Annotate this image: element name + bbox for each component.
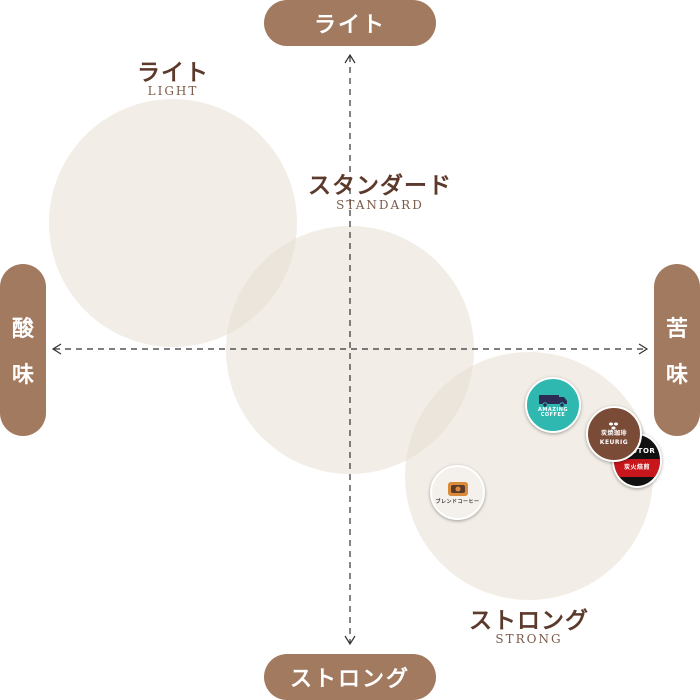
pod-amazing-coffee: AMAZING COFFEE (525, 377, 581, 433)
pod-doutor-brand: DOUTOR (618, 447, 656, 456)
zone-strong-subtitle: STRONG (495, 632, 563, 646)
arrow-right (638, 343, 649, 355)
pod-blend-coffee: ブレンドコーヒー (430, 465, 485, 520)
axis-label-bottom: ストロング (264, 654, 436, 700)
zone-light-subtitle: LIGHT (147, 84, 199, 98)
pod-doutor-sub: 炭火焙煎 (623, 463, 650, 471)
zone-standard-title: スタンダード (308, 173, 452, 199)
coffee-beans-icon (609, 422, 618, 430)
arrow-down (344, 635, 356, 646)
blend-emblem-icon (447, 481, 468, 496)
pod-amazing-label: AMAZING COFFEE (538, 406, 568, 418)
pod-doutor-band: 炭火焙煎 (614, 458, 660, 477)
pod-blend-label: ブレンドコーヒー (435, 498, 480, 505)
pod-doutor: DOUTOR 炭火焙煎 (612, 433, 662, 488)
truck-icon (539, 394, 567, 408)
axis-label-left: 酸 味 (0, 264, 46, 436)
pod-keuric: 炭焼珈琲 KEURIG (586, 406, 642, 462)
axis-left-char-1: 酸 (11, 317, 34, 342)
arrow-up (344, 53, 356, 64)
axis-left-char-2: 味 (11, 363, 34, 388)
pod-keuric-brand: KEURIG (599, 439, 629, 446)
axis-right-char-1: 苦 (665, 317, 688, 342)
pod-keuric-label: 炭焼珈琲 (600, 430, 627, 438)
zone-strong-title: ストロング (469, 608, 589, 634)
arrow-left (51, 343, 62, 355)
axis-label-right: 苦 味 (654, 264, 700, 436)
axis-right-char-2: 味 (665, 363, 688, 388)
zone-light-title: ライト (137, 60, 209, 86)
zone-standard-subtitle: STANDARD (336, 198, 424, 212)
axis-label-top: ライト (264, 0, 436, 46)
